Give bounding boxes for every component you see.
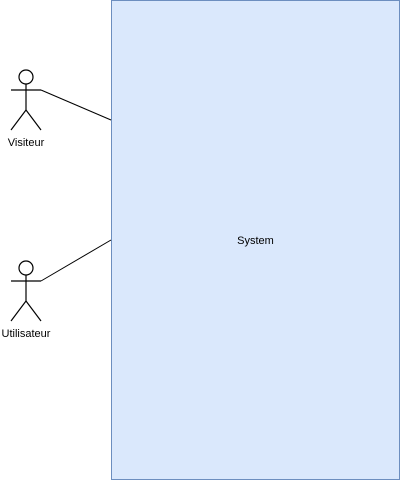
actor-left-leg — [10, 300, 27, 322]
actor-left-leg — [10, 109, 27, 131]
actor-head — [18, 260, 34, 276]
system-label: System — [237, 235, 274, 247]
association-utilisateur-system[interactable] — [40, 239, 112, 282]
actor-head — [18, 69, 34, 85]
actor-right-leg — [25, 300, 42, 322]
system-boundary[interactable] — [111, 0, 400, 480]
actor-utilisateur[interactable] — [10, 260, 42, 322]
actor-right-leg — [25, 109, 42, 131]
actor-visiteur[interactable] — [10, 69, 42, 131]
actor-label-utilisateur: Utilisateur — [1, 328, 51, 340]
association-visiteur-system[interactable] — [40, 89, 112, 121]
actor-label-visiteur: Visiteur — [7, 137, 45, 149]
